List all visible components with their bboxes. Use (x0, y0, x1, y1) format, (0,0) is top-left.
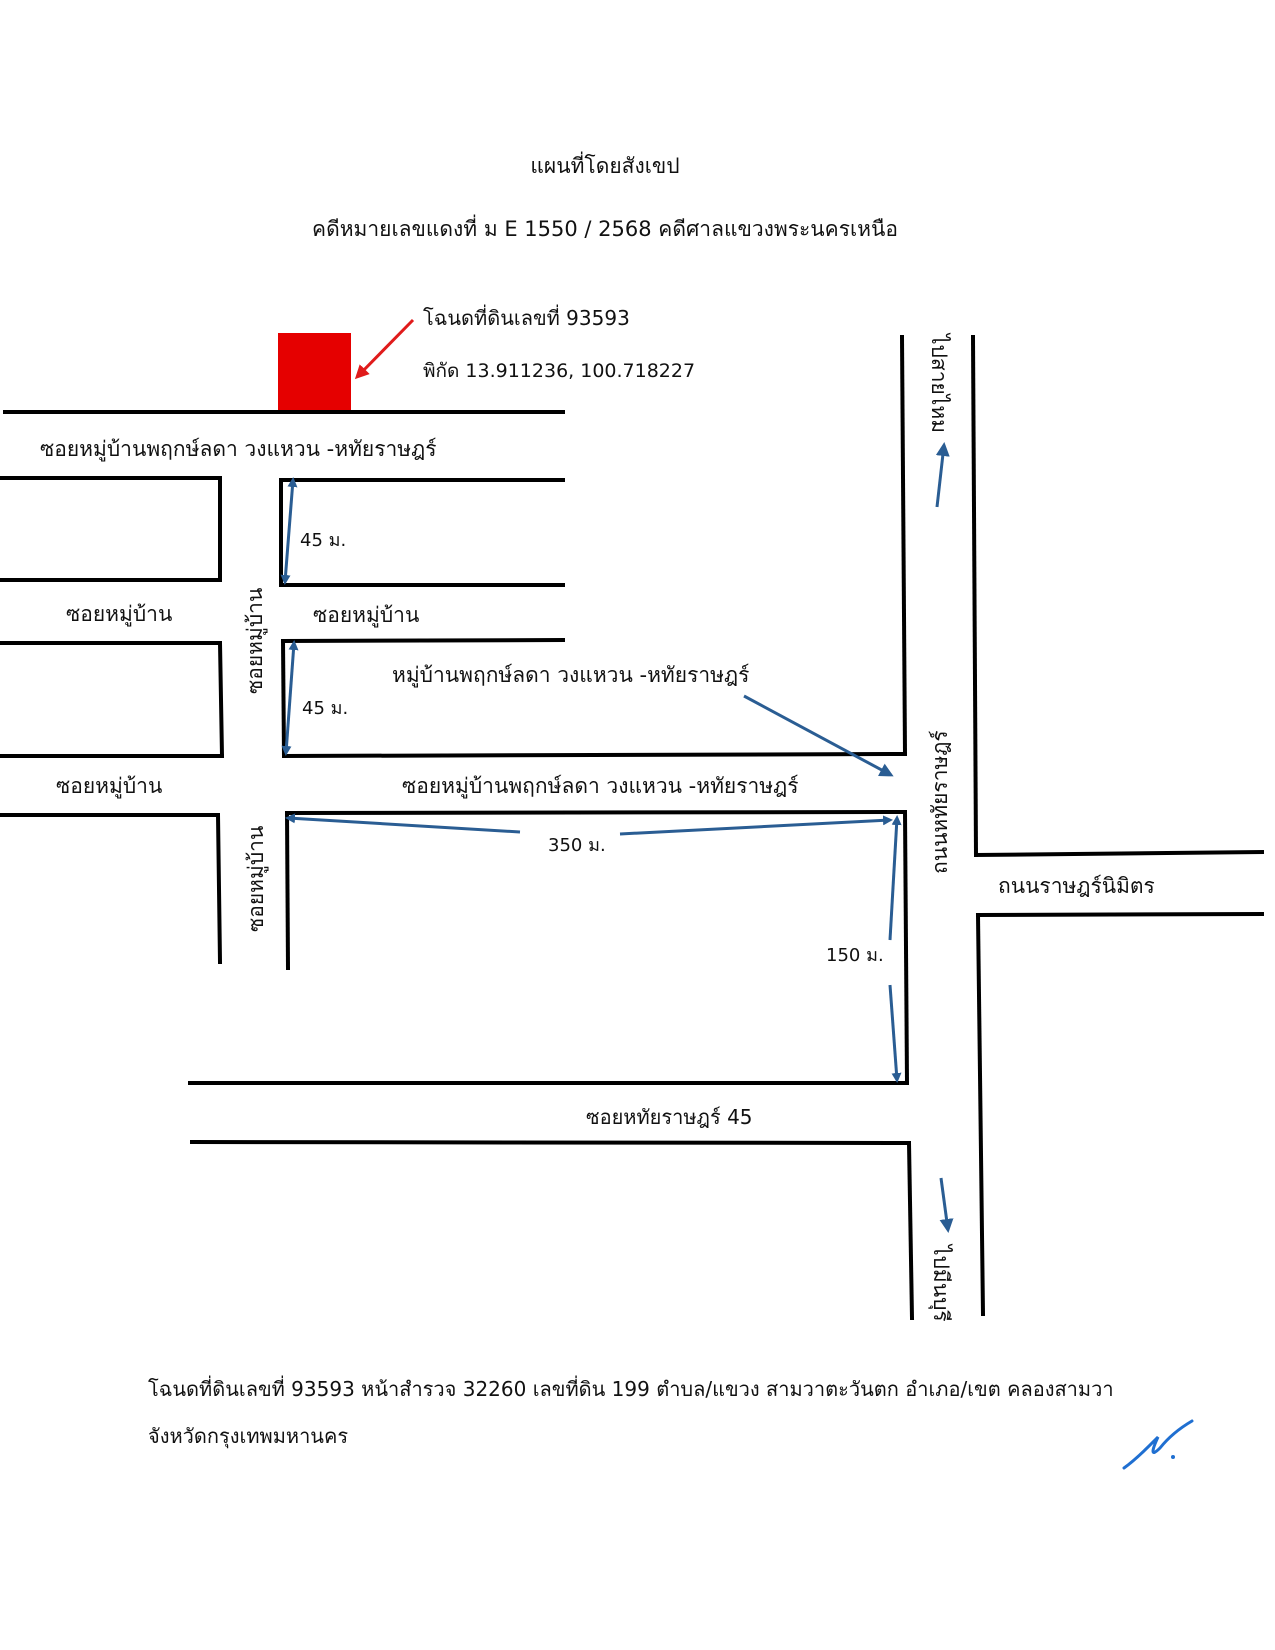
hathai-road-label: ถนนหทัยราษฎร์ (928, 730, 952, 874)
measure-arrow-150m-up (888, 815, 902, 941)
south-direction-arrow (939, 1177, 954, 1233)
measure-label-45m-upper: 45 ม. (300, 530, 346, 551)
north-direction-arrow (935, 442, 950, 508)
vertical-soi-label-upper: ซอยหมู่บ้าน (243, 588, 268, 694)
north-destination-label: ไปสายไหม (927, 332, 951, 433)
measure-label-45m-lower: 45 ม. (302, 698, 348, 719)
soi-45-label: ซอยหทัยราษฎร์ 45 (586, 1105, 753, 1129)
village-label: หมู่บ้านพฤกษ์ลดา วงแหวน -หทัยราษฎร์ (392, 663, 749, 688)
ratnimit-road-label: ถนนราษฎร์นิมิตร (998, 874, 1155, 898)
page-title: แผนที่โดยสังเขป (530, 154, 680, 178)
measure-arrow-350m-right (619, 815, 893, 836)
measure-label-150m: 150 ม. (826, 945, 884, 966)
soi-label-left-2: ซอยหมู่บ้าน (56, 774, 162, 799)
measure-arrow-45m-upper (280, 477, 298, 585)
footer-province: จังหวัดกรุงเทพมหานคร (148, 1424, 349, 1448)
top-soi-label: ซอยหมู่บ้านพฤกษ์ลดา วงแหวน -หทัยราษฎร์ (40, 437, 437, 462)
plot-deed-label: โฉนดที่ดินเลขที่ 93593 (423, 304, 630, 330)
soi-label-right-1: ซอยหมู่บ้าน (313, 603, 419, 628)
signature-mark (1122, 1419, 1194, 1470)
south-destination-label: ไปมีนบุรี (928, 1243, 953, 1322)
signature-dot (1171, 1455, 1175, 1459)
vertical-soi-label-lower: ซอยหมู่บ้าน (244, 826, 269, 932)
case-number-line: คดีหมายเลขแดงที่ ม E 1550 / 2568 คดีศาลแ… (312, 217, 898, 241)
measure-label-350m: 350 ม. (548, 835, 606, 856)
land-plot-marker (278, 333, 351, 410)
measure-arrow-45m-lower (281, 640, 299, 756)
measure-arrow-350m-left (285, 813, 521, 834)
main-soi-label: ซอยหมู่บ้านพฤกษ์ลดา วงแหวน -หทัยราษฎร์ (402, 774, 799, 799)
road-lines (0, 334, 1265, 1321)
measure-arrow-150m-down (888, 984, 902, 1083)
plot-coordinates: พิกัด 13.911236, 100.718227 (423, 360, 695, 382)
village-pointer-arrow (743, 694, 894, 777)
soi-label-left-1: ซอยหมู่บ้าน (66, 602, 172, 627)
footer-deed-details: โฉนดที่ดินเลขที่ 93593 หน้าสำรวจ 32260 เ… (148, 1377, 1114, 1401)
plot-pointer-arrow (354, 318, 415, 380)
